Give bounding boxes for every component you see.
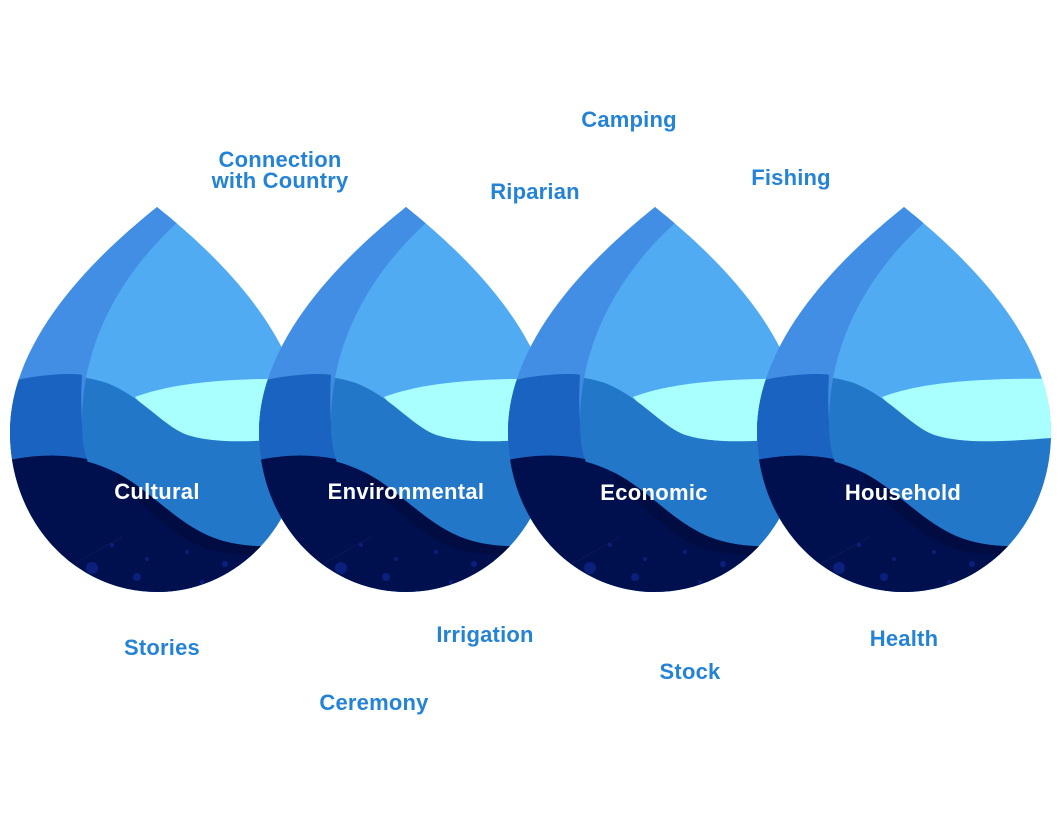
drop-household	[744, 197, 1064, 607]
label-ceremony: Ceremony	[319, 690, 429, 715]
drop-label-environmental: Environmental	[327, 479, 485, 504]
label-stories: Stories	[124, 635, 200, 660]
label-fishing: Fishing	[751, 165, 831, 190]
label-connection-line1: Connection	[218, 147, 342, 172]
drop-label-cultural: Cultural	[114, 479, 200, 504]
label-stock: Stock	[659, 659, 721, 684]
drop-label-household: Household	[844, 480, 962, 505]
drop-label-economic: Economic	[600, 480, 708, 505]
label-riparian: Riparian	[490, 179, 580, 204]
label-camping: Camping	[581, 107, 677, 132]
label-connection-line2: with Country	[211, 168, 349, 193]
label-irrigation: Irrigation	[436, 622, 534, 647]
label-connection-with-country: Connection with Country	[211, 147, 349, 193]
label-health: Health	[869, 626, 939, 651]
